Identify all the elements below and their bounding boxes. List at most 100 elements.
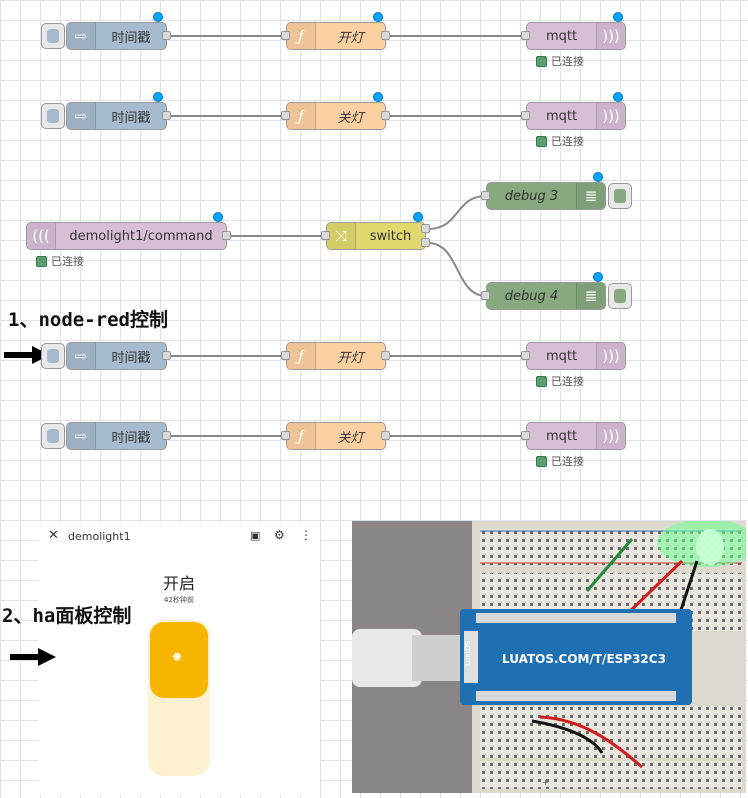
input-port[interactable] xyxy=(481,291,490,300)
board-label: LUATOS.COM/T/ESP32C3 xyxy=(502,652,666,666)
output-port-1[interactable] xyxy=(421,224,430,233)
inject-label: 时间戳 xyxy=(111,350,151,366)
connection-status: 已连接 xyxy=(536,453,584,469)
input-port[interactable] xyxy=(521,31,530,40)
connection-status: 已连接 xyxy=(36,253,84,269)
input-port[interactable] xyxy=(521,111,530,120)
function-icon: ƒ xyxy=(287,423,316,449)
wifi-icon: ))) xyxy=(596,103,625,129)
connection-status: 已连接 xyxy=(536,53,584,69)
input-port[interactable] xyxy=(521,351,530,360)
wifi-icon: ((( xyxy=(27,223,56,249)
output-port[interactable] xyxy=(222,231,231,240)
inject-label: 时间戳 xyxy=(111,30,151,46)
function-icon: ƒ xyxy=(287,23,316,49)
function-icon: ƒ xyxy=(287,343,316,369)
input-port[interactable] xyxy=(281,431,290,440)
mqtt-label: mqtt xyxy=(545,108,578,124)
changed-indicator xyxy=(373,12,383,22)
changed-indicator xyxy=(373,92,383,102)
function-node[interactable]: ƒ 开灯 xyxy=(286,342,386,370)
changed-indicator xyxy=(413,212,423,222)
history-icon[interactable]: ▣ xyxy=(250,529,261,542)
mqtt-in-label: demolight1/command xyxy=(69,228,213,244)
changed-indicator xyxy=(593,272,603,282)
output-port-2[interactable] xyxy=(421,238,430,247)
input-port[interactable] xyxy=(281,111,290,120)
mqtt-in-node[interactable]: ((( demolight1/command xyxy=(26,222,227,250)
output-port[interactable] xyxy=(162,31,171,40)
input-port[interactable] xyxy=(321,231,330,240)
changed-indicator xyxy=(153,92,163,102)
dialog-title: demolight1 xyxy=(68,530,131,543)
function-label: 开灯 xyxy=(337,350,364,366)
mqtt-out-node[interactable]: mqtt ))) xyxy=(526,22,626,50)
debug-toggle-button[interactable] xyxy=(608,283,632,309)
inject-button[interactable] xyxy=(41,343,65,369)
wifi-icon: ))) xyxy=(596,23,625,49)
changed-indicator xyxy=(153,12,163,22)
hardware-photo: LuatOS LUATOS.COM/T/ESP32C3 + xyxy=(352,521,746,793)
breadboard-illustration: LuatOS LUATOS.COM/T/ESP32C3 + xyxy=(352,521,746,793)
lightbulb-icon: ✺ xyxy=(172,650,183,664)
debug-node[interactable]: debug 3 ≣ xyxy=(486,182,606,210)
mqtt-out-node[interactable]: mqtt ))) xyxy=(526,422,626,450)
inject-label: 时间戳 xyxy=(111,110,151,126)
gear-icon[interactable]: ⚙ xyxy=(274,528,285,542)
inject-node[interactable]: ⇨ 时间戳 xyxy=(66,422,167,450)
changed-indicator xyxy=(213,212,223,222)
changed-indicator xyxy=(613,92,623,102)
mqtt-out-node[interactable]: mqtt ))) xyxy=(526,342,626,370)
arrow-right-icon xyxy=(10,648,56,666)
inject-button[interactable] xyxy=(41,103,65,129)
arrow-right-icon: ⇨ xyxy=(67,423,96,449)
state-text: 开启 xyxy=(162,574,195,593)
debug-label: debug 3 xyxy=(504,188,559,204)
output-port[interactable] xyxy=(381,31,390,40)
caption-node-red: 1、node-red控制 xyxy=(8,309,168,331)
input-port[interactable] xyxy=(281,351,290,360)
output-port[interactable] xyxy=(162,111,171,120)
input-port[interactable] xyxy=(521,431,530,440)
inject-button[interactable] xyxy=(41,423,65,449)
debug-node[interactable]: debug 4 ≣ xyxy=(486,282,606,310)
output-port[interactable] xyxy=(162,351,171,360)
function-node[interactable]: ƒ 关灯 xyxy=(286,422,386,450)
list-icon: ≣ xyxy=(576,283,605,309)
inject-node[interactable]: ⇨ 时间戳 xyxy=(66,102,167,130)
function-label: 关灯 xyxy=(337,110,364,126)
debug-toggle-button[interactable] xyxy=(608,183,632,209)
mqtt-out-node[interactable]: mqtt ))) xyxy=(526,102,626,130)
arrow-right-icon: ⇨ xyxy=(67,343,96,369)
ha-light-dialog: ✕ demolight1 ▣ ⚙ ⋮ 开启 42秒钟前 ✺ xyxy=(38,522,320,794)
changed-indicator xyxy=(593,172,603,182)
mqtt-label: mqtt xyxy=(545,428,578,444)
connection-status: 已连接 xyxy=(536,373,584,389)
input-port[interactable] xyxy=(481,191,490,200)
inject-node[interactable]: ⇨ 时间戳 xyxy=(66,342,167,370)
output-port[interactable] xyxy=(162,431,171,440)
brightness-fill xyxy=(150,622,208,698)
inject-button[interactable] xyxy=(41,23,65,49)
wifi-icon: ))) xyxy=(596,343,625,369)
list-icon: ≣ xyxy=(576,183,605,209)
mqtt-label: mqtt xyxy=(545,348,578,364)
mqtt-label: mqtt xyxy=(545,28,578,44)
switch-node[interactable]: ⤨ switch xyxy=(326,222,426,250)
input-port[interactable] xyxy=(281,31,290,40)
switch-label: switch xyxy=(369,228,412,244)
function-node[interactable]: ƒ 关灯 xyxy=(286,102,386,130)
more-icon[interactable]: ⋮ xyxy=(300,528,312,542)
function-label: 开灯 xyxy=(337,30,364,46)
brightness-slider[interactable]: ✺ xyxy=(148,620,210,776)
function-icon: ƒ xyxy=(287,103,316,129)
function-node[interactable]: ƒ 开灯 xyxy=(286,22,386,50)
output-port[interactable] xyxy=(381,431,390,440)
output-port[interactable] xyxy=(381,351,390,360)
close-icon[interactable]: ✕ xyxy=(48,528,59,543)
output-port[interactable] xyxy=(381,111,390,120)
caption-ha: 2、ha面板控制 xyxy=(2,605,132,627)
inject-node[interactable]: ⇨ 时间戳 xyxy=(66,22,167,50)
connection-status: 已连接 xyxy=(536,133,584,149)
